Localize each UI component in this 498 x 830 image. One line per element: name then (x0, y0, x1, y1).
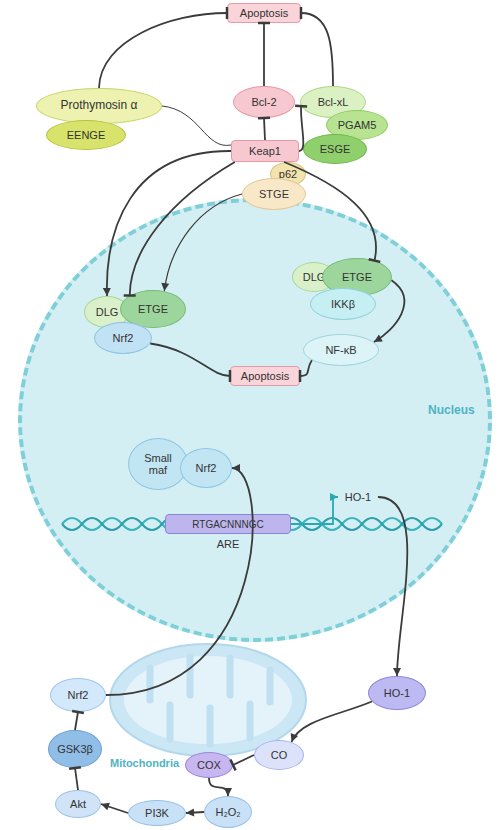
connector-line (209, 778, 228, 796)
node-text: ETGE (342, 271, 372, 283)
node-text: Bcl-xL (318, 96, 349, 108)
protein-ellipse: Small maf (128, 438, 188, 490)
connector (230, 755, 254, 770)
connector (72, 711, 84, 730)
protein-ellipse: Nrf2 (50, 678, 106, 712)
protein-ellipse: Nrf2 (94, 322, 152, 354)
molecule-ellipse: H₂O₂ (204, 796, 252, 828)
connector (258, 118, 270, 140)
connector-line (101, 804, 128, 813)
connector-line (233, 755, 254, 765)
process-box: Apoptosis (227, 3, 301, 23)
node-text: ESGE (320, 143, 351, 155)
node-text: RTGACNNNGC (192, 519, 263, 530)
connector (301, 7, 333, 86)
arrowhead (186, 809, 194, 817)
connector (162, 106, 231, 145)
arrowhead (224, 788, 232, 796)
compartment-label: Mitochondria (110, 757, 179, 769)
node-text: Nrf2 (113, 332, 134, 344)
node-text: CO (271, 749, 288, 761)
connector-line (301, 13, 333, 86)
node-text: STGE (259, 188, 289, 200)
node-text: ARE (166, 538, 290, 550)
process-box: Apoptosis (230, 366, 300, 386)
node-text: Nucleus (428, 404, 475, 417)
node-text: H₂O₂ (215, 806, 240, 818)
protein-ellipse: Prothymosin α (36, 88, 162, 124)
connector-line (186, 812, 204, 813)
node-text: Apoptosis (241, 370, 289, 382)
node-text: Nrf2 (68, 689, 89, 701)
connector-line (263, 23, 265, 86)
node-text: ETGE (138, 303, 168, 315)
connector (69, 767, 81, 790)
protein-ellipse: NF-κB (303, 334, 379, 366)
protein-ellipse: PI3K (128, 800, 186, 826)
protein-ellipse: IKKβ (310, 288, 376, 320)
connector (186, 809, 204, 817)
connector (209, 778, 232, 796)
connector (258, 23, 270, 86)
motif-ellipse: ESGE (303, 134, 367, 164)
node-text: Bcl-2 (251, 96, 276, 108)
sequence-box: RTGACNNNGCARE (165, 514, 291, 534)
protein-ellipse: Nrf2 (180, 448, 232, 488)
molecule-ellipse: CO (254, 740, 304, 770)
process-box: Keap1 (231, 140, 299, 162)
protein-ellipse: COX (185, 752, 233, 778)
connector-line (99, 13, 227, 88)
connector-line (162, 106, 231, 145)
node-text: HO-1 (345, 491, 371, 503)
node-text: Small maf (141, 452, 175, 476)
connector (99, 7, 227, 88)
node-text: Keap1 (249, 145, 281, 157)
connector (291, 702, 372, 743)
node-text: COX (197, 759, 221, 771)
nucleus-compartment: NucleusDLGETGENrf2DLGETGEIKKβNF-κBApopto… (18, 198, 492, 642)
arrowhead (101, 803, 110, 811)
node-text: GSK3β (57, 743, 93, 755)
protein-ellipse: HO-1 (368, 676, 426, 710)
motif-ellipse: EENGE (46, 120, 126, 150)
connector (101, 803, 128, 813)
node-text: EENGE (67, 129, 106, 141)
node-text: IKKβ (331, 298, 355, 310)
node-text: Prothymosin α (61, 99, 138, 112)
protein-ellipse: Bcl-2 (233, 86, 295, 118)
arrowhead (291, 733, 298, 742)
node-text: Apoptosis (240, 7, 288, 19)
node-text: Nrf2 (196, 462, 217, 474)
node-text: PI3K (145, 807, 169, 819)
node-text: PGAM5 (338, 119, 377, 131)
connector-line (292, 702, 372, 743)
node-text: HO-1 (384, 687, 410, 699)
protein-ellipse: Akt (55, 790, 101, 818)
connector-line (75, 768, 78, 790)
node-text: DLG (96, 306, 119, 318)
connector-line (75, 712, 78, 730)
node-text: Akt (70, 798, 86, 810)
gene-label: HO-1 (338, 488, 378, 506)
arrowhead (393, 668, 401, 676)
protein-ellipse: GSK3β (48, 730, 102, 768)
connector-line (264, 118, 265, 140)
node-text: NF-κB (325, 344, 356, 356)
motif-ellipse: STGE (242, 178, 306, 210)
connector-line (299, 106, 303, 151)
